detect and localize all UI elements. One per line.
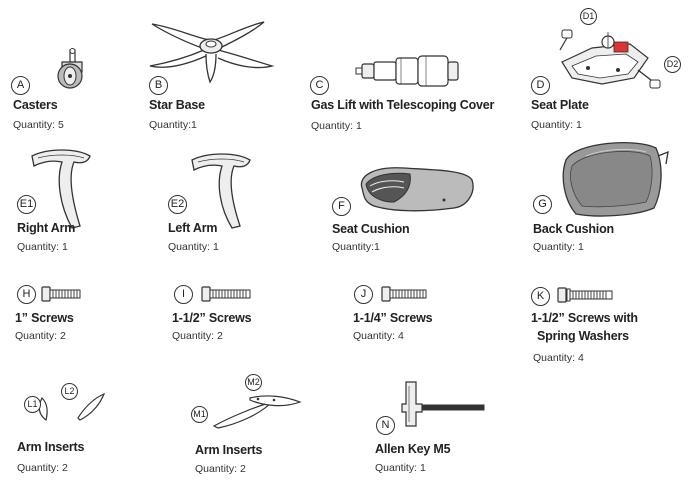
part-letter-h: H bbox=[17, 285, 36, 304]
part-letter-a: A bbox=[11, 76, 30, 95]
part-name-d: Seat Plate bbox=[531, 98, 589, 112]
gas-lift-icon bbox=[355, 55, 459, 87]
arm-insert-icon bbox=[38, 392, 106, 422]
part-letter-d: D bbox=[531, 76, 550, 95]
part-name-g: Back Cushion bbox=[533, 222, 614, 236]
star-base-icon bbox=[149, 21, 275, 84]
part-quantity-b: Quantity:1 bbox=[149, 119, 197, 131]
left-arm-icon bbox=[191, 153, 251, 229]
part-letter-c: C bbox=[310, 76, 329, 95]
part-name-b: Star Base bbox=[149, 98, 205, 112]
arm-insert-icon bbox=[212, 395, 302, 429]
allen-key-icon bbox=[401, 381, 485, 427]
part-quantity-m: Quantity: 2 bbox=[195, 463, 246, 475]
part-quantity-j: Quantity: 4 bbox=[353, 330, 404, 342]
part-letter-k: K bbox=[531, 287, 550, 306]
part-name-e1: Right Arm bbox=[17, 221, 76, 235]
back-cushion-icon bbox=[562, 141, 669, 217]
part-quantity-i: Quantity: 2 bbox=[172, 330, 223, 342]
part-name-h: 1” Screws bbox=[15, 311, 74, 325]
part-name-l: Arm Inserts bbox=[17, 440, 85, 454]
part-letter-m1: M1 bbox=[191, 406, 208, 423]
part-name-a: Casters bbox=[13, 98, 58, 112]
part-name-i: 1-1/2” Screws bbox=[172, 311, 252, 325]
part-letter-f: F bbox=[332, 197, 351, 216]
part-quantity-e1: Quantity: 1 bbox=[17, 241, 68, 253]
part-letter-b: B bbox=[149, 76, 168, 95]
part-letter-j: J bbox=[354, 285, 373, 304]
part-letter-e1: E1 bbox=[17, 195, 36, 214]
part-letter-g: G bbox=[533, 195, 552, 214]
part-letter-i: I bbox=[174, 285, 193, 304]
part-letter-l1: L1 bbox=[24, 396, 41, 413]
part-name-n: Allen Key M5 bbox=[375, 442, 451, 456]
seat-cushion-icon bbox=[360, 167, 474, 212]
part-quantity-g: Quantity: 1 bbox=[533, 241, 584, 253]
part-name-m: Arm Inserts bbox=[195, 443, 263, 457]
part-quantity-k: Quantity: 4 bbox=[533, 352, 584, 364]
part-letter-m2: M2 bbox=[245, 374, 262, 391]
right-arm-icon bbox=[31, 149, 91, 229]
part-name-k-line1: 1-1/2” Screws with bbox=[531, 311, 638, 325]
caster-icon bbox=[57, 48, 83, 89]
screw-icon bbox=[41, 286, 81, 302]
part-letter-n: N bbox=[376, 416, 395, 435]
part-letter-l2: L2 bbox=[61, 383, 78, 400]
part-letter-e2: E2 bbox=[168, 195, 187, 214]
part-quantity-d: Quantity: 1 bbox=[531, 119, 582, 131]
screw-icon bbox=[201, 286, 251, 302]
screw-with-washer-icon bbox=[557, 287, 613, 303]
part-name-c: Gas Lift with Telescoping Cover bbox=[311, 98, 495, 112]
part-letter-d1: D1 bbox=[580, 8, 597, 25]
part-quantity-c: Quantity: 1 bbox=[311, 120, 362, 132]
part-quantity-h: Quantity: 2 bbox=[15, 330, 66, 342]
part-letter-d2: D2 bbox=[664, 56, 681, 73]
seat-plate-icon bbox=[559, 29, 661, 89]
part-name-e2: Left Arm bbox=[168, 221, 218, 235]
screw-icon bbox=[381, 286, 427, 302]
part-name-k-line2: Spring Washers bbox=[537, 329, 629, 343]
part-name-j: 1-1/4” Screws bbox=[353, 311, 433, 325]
part-name-f: Seat Cushion bbox=[332, 222, 410, 236]
part-quantity-a: Quantity: 5 bbox=[13, 119, 64, 131]
part-quantity-f: Quantity:1 bbox=[332, 241, 380, 253]
part-quantity-l: Quantity: 2 bbox=[17, 462, 68, 474]
part-quantity-n: Quantity: 1 bbox=[375, 462, 426, 474]
part-quantity-e2: Quantity: 1 bbox=[168, 241, 219, 253]
